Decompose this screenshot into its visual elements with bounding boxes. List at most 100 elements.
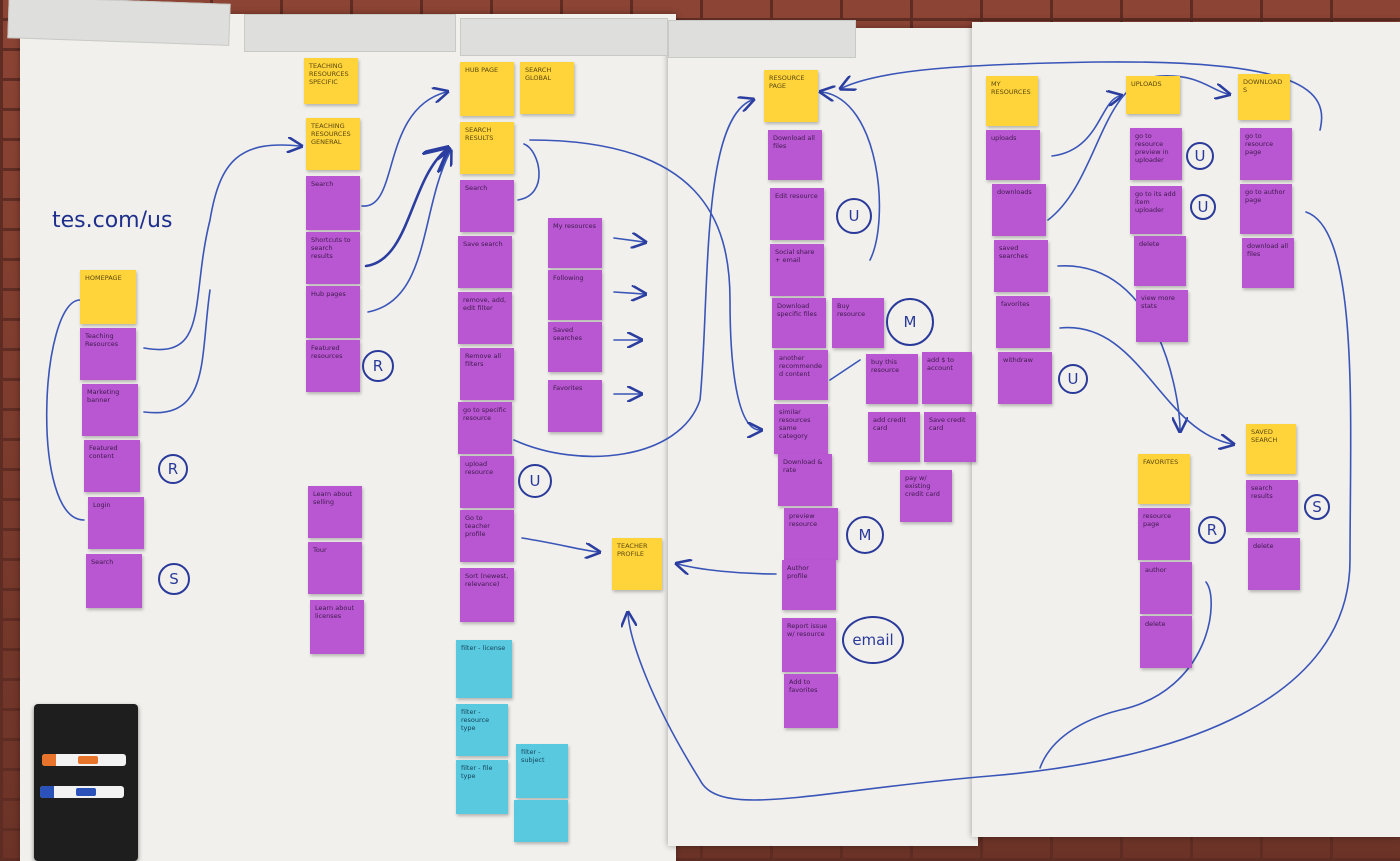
sticky-note-sr-r4: Favorites xyxy=(548,380,602,432)
sticky-note-mr-4: favorites xyxy=(996,296,1050,348)
sticky-note-sr-r2: Following xyxy=(548,270,602,320)
sticky-note-cy-5 xyxy=(514,800,568,842)
sticky-note-downloads: DOWNLOADS xyxy=(1238,74,1290,120)
site-url-heading: tes.com/us xyxy=(52,208,173,233)
sticky-note-dl-1: go to resource page xyxy=(1240,128,1292,180)
sticky-note-tr-1: Search xyxy=(306,176,360,230)
sticky-note-tr-specific: TEACHING RESOURCES SPECIFIC xyxy=(304,58,358,104)
sticky-note-ss-1: search results xyxy=(1246,480,1298,532)
tape-strip xyxy=(460,18,668,56)
tape-strip xyxy=(7,0,231,46)
sticky-note-fv-1: resource page xyxy=(1138,508,1190,560)
sticky-note-sr-2: Save search xyxy=(458,236,512,288)
sticky-note-sr-1: Search xyxy=(460,180,514,232)
sticky-note-rp-7: Download & rate xyxy=(778,454,832,506)
sticky-note-sr-6: upload resource xyxy=(460,456,514,508)
sticky-note-tr-6: Tour xyxy=(308,542,362,594)
sticky-note-hub: HUB PAGE xyxy=(460,62,514,116)
sticky-note-sr-r3: Saved searches xyxy=(548,322,602,372)
sticky-note-buy-1: Buy resource xyxy=(832,298,884,348)
marker-cap xyxy=(40,786,54,798)
sticky-note-my-resources: MY RESOURCES xyxy=(986,76,1038,126)
sticky-note-buy-2: buy this resource xyxy=(866,354,918,404)
sticky-note-cy-3: filter - file type xyxy=(456,760,508,814)
sticky-note-rp-9: Author profile xyxy=(782,560,836,610)
circled-mark-c-rp-email: email xyxy=(842,616,904,664)
sticky-note-rp-2: Edit resource xyxy=(770,188,824,240)
sticky-note-rp-11: Add to favorites xyxy=(784,674,838,728)
sticky-note-rp-8: preview resource xyxy=(784,508,838,560)
sticky-note-buy-3: add $ to account xyxy=(922,352,972,404)
sticky-note-teacher-profile: TEACHER PROFILE xyxy=(612,538,662,590)
circled-mark-c-up-u1: U xyxy=(1186,142,1214,170)
sticky-note-tr-3: Hub pages xyxy=(306,286,360,338)
circled-mark-c-tr-r: R xyxy=(362,350,394,382)
sticky-note-cy-2: filter - resource type xyxy=(456,704,508,756)
sticky-note-sr-7: Go to teacher profile xyxy=(460,510,514,562)
sticky-note-rp-10: Report issue w/ resource xyxy=(782,618,836,672)
sticky-note-homepage: HOMEPAGE xyxy=(80,270,136,324)
sticky-note-mr-1: uploads xyxy=(986,130,1040,180)
sticky-note-buy-4: add credit card xyxy=(868,412,920,462)
sticky-note-up-1: go to resource preview in uploader xyxy=(1130,128,1182,180)
sticky-note-up-3: delete xyxy=(1134,236,1186,286)
sticky-note-tr-5: Learn about selling xyxy=(308,486,362,538)
sticky-note-home-1: Teaching Resources xyxy=(80,328,136,380)
sticky-note-fv-2: author xyxy=(1140,562,1192,614)
marker-label xyxy=(78,756,98,764)
sticky-note-up-4: view more stats xyxy=(1136,290,1188,342)
circled-mark-c-home-s: S xyxy=(158,563,190,595)
sticky-note-favorites: FAVORITES xyxy=(1138,454,1190,504)
tape-strip xyxy=(244,14,456,52)
sticky-note-home-4: Login xyxy=(88,497,144,549)
sticky-note-tr-7: Learn about licenses xyxy=(310,600,364,654)
sticky-note-sr-8: Sort (newest, relevance) xyxy=(460,568,514,622)
sticky-note-fv-3: delete xyxy=(1140,616,1192,668)
sticky-note-search-global: SEARCH GLOBAL xyxy=(520,62,574,114)
sticky-note-mr-5: withdraw xyxy=(998,352,1052,404)
sticky-note-rp-6: similar resources same category xyxy=(774,404,828,454)
sticky-note-tr-2: Shortcuts to search results xyxy=(306,232,360,284)
sticky-note-home-5: Search xyxy=(86,554,142,608)
sticky-note-sr-5: go to specific resource xyxy=(458,402,512,454)
circled-mark-c-ss-s: S xyxy=(1304,494,1330,520)
sticky-note-rp-5: another recommended content xyxy=(774,350,828,400)
sticky-note-rp-1: Download all files xyxy=(768,130,822,180)
sticky-note-buy-5: Save credit card xyxy=(924,412,976,462)
sticky-note-mr-3: saved searches xyxy=(994,240,1048,292)
circled-mark-c-fv-r: R xyxy=(1198,516,1226,544)
sticky-note-sr-r1: My resources xyxy=(548,218,602,268)
sticky-note-up-2: go to its add item uploader xyxy=(1130,186,1182,234)
sticky-note-tr-general: TEACHING RESOURCES GENERAL xyxy=(306,118,360,170)
blue-marker[interactable] xyxy=(40,786,124,798)
sticky-note-home-2: Marketing banner xyxy=(82,384,138,436)
tape-strip xyxy=(668,20,856,58)
sticky-note-ss-2: delete xyxy=(1248,538,1300,590)
circled-mark-c-buy-m: M xyxy=(886,298,934,346)
marker-tray xyxy=(34,704,138,861)
sticky-note-search-results: SEARCH RESULTS xyxy=(460,122,514,174)
sticky-note-mr-2: downloads xyxy=(992,184,1046,236)
sticky-note-cy-4: filter - subject xyxy=(516,744,568,798)
sticky-note-resource-page: RESOURCE PAGE xyxy=(764,70,818,122)
sticky-note-rp-4: Download specific files xyxy=(772,298,826,348)
marker-label xyxy=(76,788,96,796)
circled-mark-c-sr-u: U xyxy=(518,464,552,498)
marker-cap xyxy=(42,754,56,766)
sticky-note-uploads: UPLOADS xyxy=(1126,76,1180,114)
orange-marker[interactable] xyxy=(42,754,126,766)
circled-mark-c-home-r: R xyxy=(158,454,188,484)
sticky-note-sr-3: remove, add, edit filter xyxy=(458,292,512,344)
circled-mark-c-mr-u: U xyxy=(1058,364,1088,394)
circled-mark-c-rp-m: M xyxy=(846,516,884,554)
sticky-note-rp-3: Social share + email xyxy=(770,244,824,296)
sticky-note-sr-4: Remove all filters xyxy=(460,348,514,400)
sticky-note-home-3: Featured content xyxy=(84,440,140,492)
sticky-note-dl-2: go to author page xyxy=(1240,184,1292,234)
sticky-note-saved-search: SAVED SEARCH xyxy=(1246,424,1296,474)
circled-mark-c-rp-u: U xyxy=(836,198,872,234)
sticky-note-cy-1: filter - license xyxy=(456,640,512,698)
sticky-note-buy-6: pay w/ existing credit card xyxy=(900,470,952,522)
sticky-note-tr-4: Featured resources xyxy=(306,340,360,392)
